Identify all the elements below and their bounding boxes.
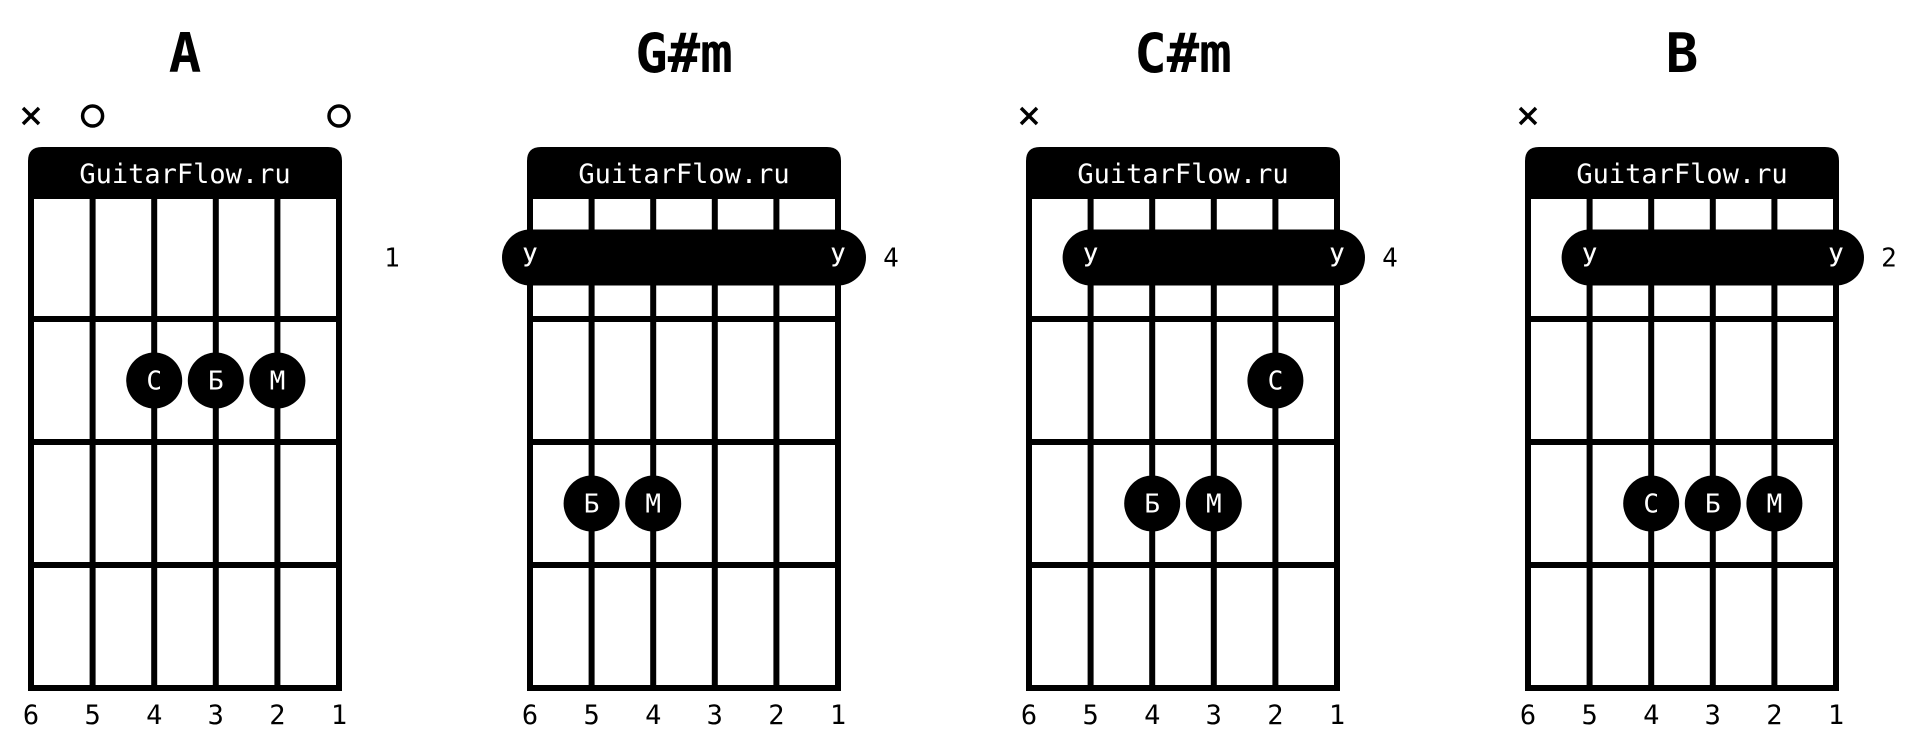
- barre-finger-label: У: [830, 244, 846, 274]
- finger-label: Б: [1144, 490, 1160, 520]
- chord-diagram-B: B GuitarFlow.ru 6 5 4 3 2 1 2 У У С Б М: [1518, 22, 1897, 731]
- string-number: 4: [146, 700, 162, 731]
- chord-title: B: [1666, 22, 1699, 85]
- finger-label: М: [1767, 490, 1783, 520]
- string-number: 4: [1144, 700, 1160, 731]
- string-number: 2: [1267, 700, 1283, 731]
- string-number: 3: [707, 700, 723, 731]
- string-number: 5: [84, 700, 100, 731]
- fret-position-label: 4: [1382, 244, 1398, 274]
- string-number: 2: [269, 700, 285, 731]
- finger-label: Б: [1705, 490, 1721, 520]
- watermark-text: GuitarFlow.ru: [1077, 159, 1288, 190]
- string-number: 3: [1206, 700, 1222, 731]
- fretboard-nut-header: [28, 147, 342, 196]
- finger-dot: [1185, 475, 1242, 532]
- barre-finger-label: У: [1582, 244, 1598, 274]
- muted-string-icon: [1518, 106, 1538, 126]
- finger-label: М: [270, 367, 286, 397]
- finger-dot: [1746, 475, 1803, 532]
- finger-label: С: [146, 367, 162, 397]
- finger-dot: [1684, 475, 1741, 532]
- finger-label: С: [1268, 367, 1284, 397]
- muted-string-icon: [1019, 106, 1039, 126]
- string-number: 2: [1766, 700, 1782, 731]
- muted-string-icon: [21, 106, 41, 126]
- fretboard-nut-header: [1026, 147, 1340, 196]
- barre-finger-label: У: [1083, 244, 1099, 274]
- string-number: 6: [1520, 700, 1536, 731]
- string-number: 6: [23, 700, 39, 731]
- string-number: 1: [1329, 700, 1345, 731]
- barre-finger-label: У: [1828, 244, 1844, 274]
- open-string-icon: [327, 104, 351, 128]
- barre: [1062, 229, 1365, 286]
- fret-position-label: 1: [384, 244, 400, 274]
- barre: [1561, 229, 1864, 286]
- barre-finger-label: У: [522, 244, 538, 274]
- finger-label: М: [645, 490, 661, 520]
- finger-dot: [187, 352, 244, 409]
- barre: [502, 229, 866, 286]
- string-number: 6: [522, 700, 538, 731]
- finger-dot: [1247, 352, 1304, 409]
- finger-dot: [126, 352, 183, 409]
- finger-dot: [563, 475, 620, 532]
- string-number: 4: [1643, 700, 1659, 731]
- finger-dot: [249, 352, 306, 409]
- watermark-text: GuitarFlow.ru: [578, 159, 789, 190]
- open-string-icon: [80, 104, 105, 128]
- chord-title: A: [169, 22, 202, 85]
- finger-label: С: [1643, 490, 1659, 520]
- finger-dot: [625, 475, 682, 532]
- fretboard-nut-header: [1525, 147, 1839, 196]
- string-number: 5: [1082, 700, 1098, 731]
- string-number: 5: [583, 700, 599, 731]
- watermark-text: GuitarFlow.ru: [79, 159, 290, 190]
- finger-label: М: [1206, 490, 1222, 520]
- string-number: 1: [830, 700, 846, 731]
- string-number: 1: [331, 700, 347, 731]
- string-number: 6: [1021, 700, 1037, 731]
- finger-label: Б: [584, 490, 600, 520]
- fretboard-nut-header: [527, 147, 841, 196]
- string-number: 2: [768, 700, 784, 731]
- fret-position-label: 4: [883, 244, 899, 274]
- barre-finger-label: У: [1329, 244, 1345, 274]
- finger-dot: [1623, 475, 1680, 532]
- string-number: 1: [1828, 700, 1844, 731]
- finger-dot: [1124, 475, 1181, 532]
- string-number: 5: [1581, 700, 1597, 731]
- finger-label: Б: [208, 367, 224, 397]
- chord-title: C#m: [1134, 22, 1232, 85]
- string-number: 3: [208, 700, 224, 731]
- watermark-text: GuitarFlow.ru: [1576, 159, 1787, 190]
- chord-title: G#m: [635, 22, 733, 85]
- fret-position-label: 2: [1881, 244, 1897, 274]
- string-number: 3: [1705, 700, 1721, 731]
- string-number: 4: [645, 700, 661, 731]
